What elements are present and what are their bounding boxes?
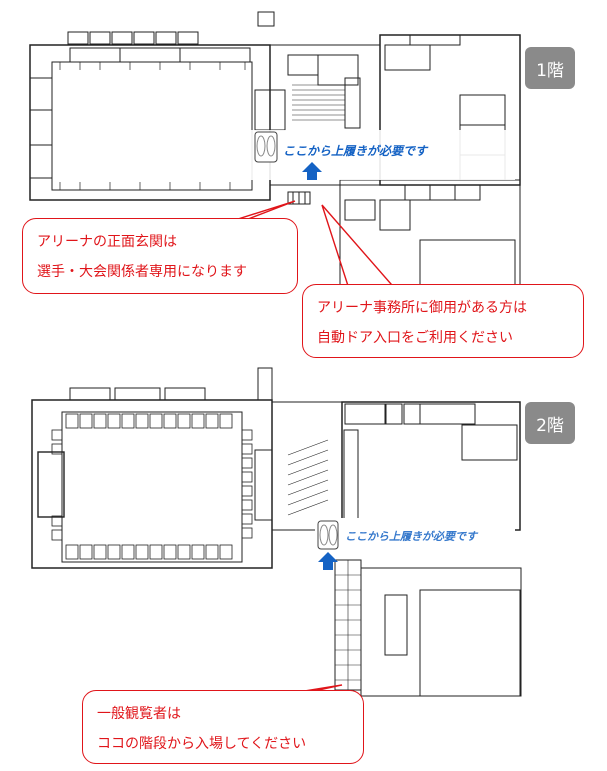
arena-outer-wall [29,44,271,201]
arena2-outer [31,399,273,569]
room-box-1 [287,54,319,76]
lower-2f-room [384,594,408,656]
small-room-5 [155,31,177,45]
room-box-2 [317,54,359,86]
shoe-notice-1f: ここから上履きが必要です [283,144,428,158]
callout-office-line1: アリーナ事務所に御用がある方は [317,300,527,316]
corridor-1f [344,77,361,129]
stage-2f [37,451,65,518]
callout-public: 一般観覧者は ココの階段から入場してください [82,690,364,764]
right-2f [341,401,521,531]
shoe-notice-2f: ここから上履きが必要です [345,530,477,543]
lower-room-3 [454,184,481,201]
room-2f-1 [344,403,386,425]
staircase-1f [292,84,345,121]
room-cooling [419,403,476,425]
lower-room-2 [429,184,456,201]
callout-office-line2: 自動ドア入口をご利用ください [317,330,513,346]
corridor-2f [343,429,359,521]
shoe-icon [254,131,278,163]
room-2f-2 [385,403,403,425]
callout-front-line1: アリーナの正面玄関は [37,234,177,250]
slope-1f [409,34,461,46]
gym-c-room [179,47,251,63]
floor2-plan [31,367,522,697]
callout-public-line1: 一般観覧者は [97,706,181,722]
shoe-icon [317,520,339,550]
gym-a-room [69,47,121,63]
small-room-2 [89,31,111,45]
hall-2f [419,589,521,697]
left-rooms [29,77,53,179]
lower-room-5 [344,199,376,221]
lower-room-4 [379,199,411,231]
side-rooms-2f [254,449,273,521]
arrow-up-icon [302,162,322,180]
room-2f-4 [461,424,518,461]
small-room-3 [111,31,133,45]
small-room-1 [67,31,89,45]
top-balcony-1 [69,387,111,401]
arena-inner-wall [51,61,253,191]
top-entrance [257,11,275,27]
top-balcony-2 [114,387,161,401]
floor1-plan [29,11,521,286]
shoe-zone-2f [315,518,515,556]
arrow-up-icon [318,552,338,570]
callout-public-line2: ココの階段から入場してください [97,736,307,752]
floor-1-badge: 1階 [525,47,575,89]
callout-front-line2: 選手・大会関係者専用になります [37,264,247,280]
shoe-zone-1f [250,130,515,180]
lower-hall [419,239,516,286]
small-room-4 [133,31,155,45]
gym-b-room [119,47,181,63]
floor-2-badge: 2階 [525,402,575,444]
arena2-inner [61,411,243,563]
small-room-6 [177,31,199,45]
staircase-2f [287,439,329,516]
callout-front-entrance: アリーナの正面玄関は 選手・大会関係者専用になります [22,218,298,294]
room-office [384,44,431,71]
lower-room-1 [404,184,431,201]
callout-office: アリーナ事務所に御用がある方は 自動ドア入口をご利用ください [302,284,584,358]
room-pump [459,94,506,126]
middle-2f [271,401,343,531]
top-stair-2f [257,367,273,401]
room-2f-3 [403,403,421,425]
top-balcony-3 [164,387,206,401]
